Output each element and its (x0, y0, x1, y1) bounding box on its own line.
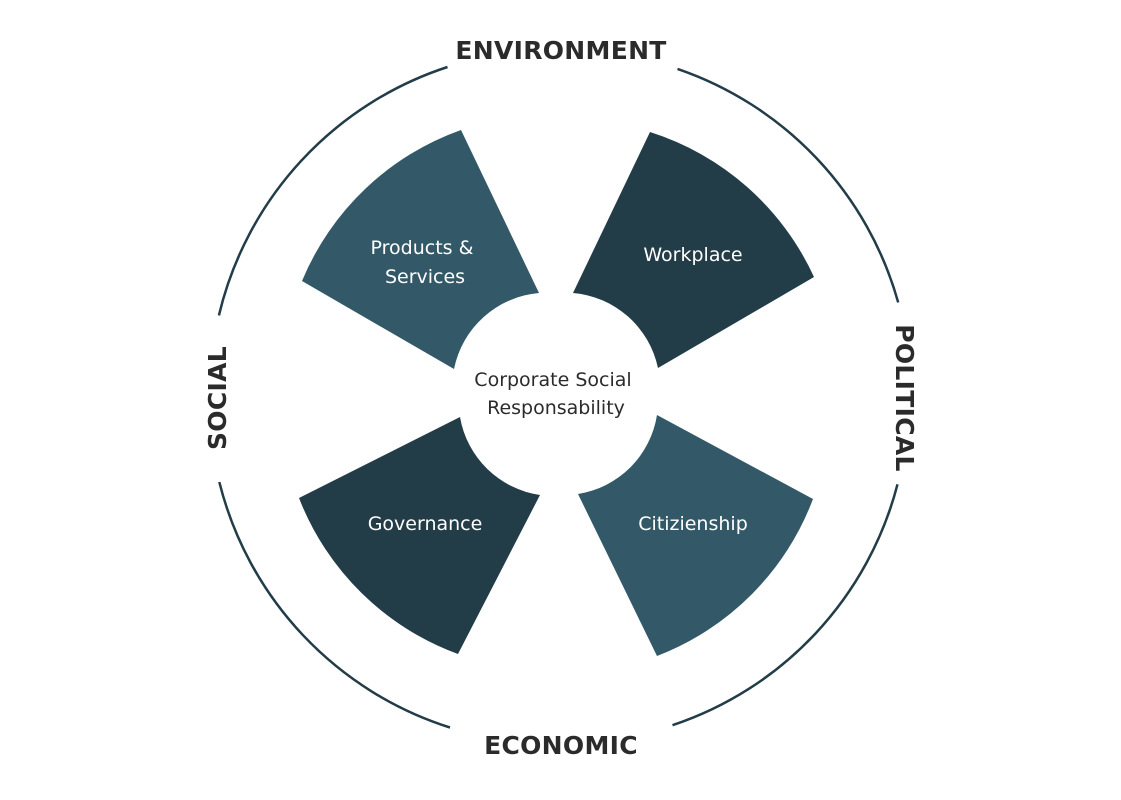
sector-label-citizienship: Citizienship (638, 513, 748, 535)
sector-label-line: Products & (371, 237, 474, 259)
sector-governance (299, 417, 540, 654)
sector-label-products-services: Products & Services (371, 237, 480, 288)
ring-arc-top-left (217, 65, 448, 316)
sector-citizienship (578, 415, 813, 656)
center-label-line: Responsability (487, 397, 625, 419)
center-label-line: Corporate Social (474, 369, 631, 391)
outer-label-political: POLITICAL (890, 324, 919, 472)
ring-arc-bottom-right (672, 483, 899, 727)
sector-label-line: Services (385, 266, 465, 288)
outer-label-economic: ECONOMIC (484, 731, 638, 760)
sector-workplace (573, 132, 814, 368)
center-label: Corporate Social Responsability (474, 369, 637, 419)
sector-label-workplace: Workplace (643, 244, 742, 266)
outer-label-environment: ENVIRONMENT (455, 36, 666, 65)
ring-arc-top-right (677, 67, 900, 303)
sector-products-services (302, 130, 539, 369)
ring-arc-bottom-left (218, 481, 451, 729)
outer-label-social: SOCIAL (203, 346, 232, 450)
sector-label-governance: Governance (368, 513, 483, 535)
